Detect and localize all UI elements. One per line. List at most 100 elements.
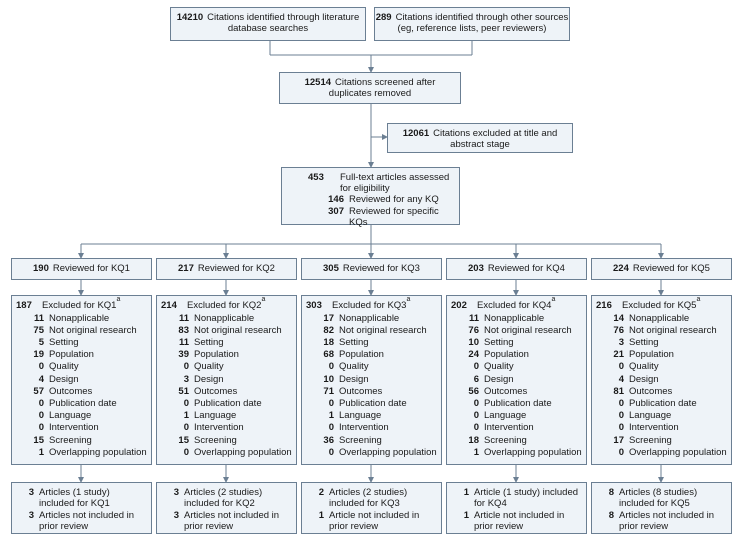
exclusion-reason-label: Quality [629, 361, 659, 373]
excluded-kq2-label: Excluded for KQ2 [187, 300, 262, 311]
exclusion-reason-label: Screening [194, 434, 237, 446]
exclusion-reason-label: Quality [339, 361, 369, 373]
excluded-kq3-label: Excluded for KQ3 [332, 300, 407, 311]
other-sources-count: 289 [375, 12, 392, 23]
exclusion-reason-label: Design [629, 373, 659, 385]
exclusion-reason-count: 0 [618, 361, 624, 373]
excluded-kq1-footnote-marker: a [116, 296, 121, 303]
exclusion-reason-label: Design [49, 373, 79, 385]
excluded-kq4-count: 202 [451, 300, 467, 311]
excluded-kq2-count: 214 [161, 300, 177, 311]
exclusion-reason-count: 0 [328, 397, 334, 409]
included-kq1-count: 3 [28, 510, 34, 521]
exclusion-reason-count: 3 [183, 373, 189, 385]
included-kq3-label: Articles (2 studies) included for KQ3 [329, 487, 408, 509]
exclusion-reason-count: 68 [323, 349, 334, 361]
exclusion-reason-label: Outcomes [49, 385, 93, 397]
exclusion-reason-label: Overlapping population [629, 446, 727, 458]
exclusion-reason-count: 0 [618, 422, 624, 434]
exclusion-reason-count: 75 [33, 324, 44, 336]
exclusion-reason-count: 10 [323, 373, 334, 385]
exclusion-reason-label: Nonapplicable [49, 312, 110, 324]
excluded-title-label: Citations excluded at title and abstract… [433, 128, 558, 150]
excluded-kq2-footnote-marker: a [261, 296, 266, 303]
exclusion-reason-label: Publication date [194, 397, 262, 409]
exclusion-reason-label: Design [194, 373, 224, 385]
exclusion-reason-label: Overlapping population [339, 446, 437, 458]
reviewed-kq1-label: Reviewed for KQ1 [52, 263, 130, 274]
fulltext-any-label: Reviewed for any KQ [349, 194, 439, 205]
exclusion-reason-label: Intervention [339, 422, 389, 434]
exclusion-reason-label: Setting [194, 336, 224, 348]
exclusion-reason-count: 1 [38, 446, 44, 458]
exclusion-reason-count: 10 [468, 336, 479, 348]
excluded-kq1-label: Excluded for KQ1 [42, 300, 117, 311]
included-kq2-label: Articles (2 studies) included for KQ2 [184, 487, 263, 509]
included-kq1-label: Articles (1 study) included for KQ1 [39, 487, 110, 509]
exclusion-reason-row: 0 Intervention [306, 422, 437, 434]
exclusion-reason-count: 0 [328, 446, 334, 458]
exclusion-reason-count: 0 [328, 422, 334, 434]
exclusion-reason-count: 71 [323, 385, 334, 397]
included-kq5-label: Articles (8 studies) included for KQ5 [619, 487, 698, 509]
exclusion-reason-label: Not original research [339, 324, 427, 336]
exclusion-reason-label: Outcomes [339, 385, 383, 397]
exclusion-reason-count: 39 [178, 349, 189, 361]
exclusion-reason-count: 0 [38, 397, 44, 409]
exclusion-reason-count: 0 [473, 410, 479, 422]
exclusion-reason-label: Intervention [194, 422, 244, 434]
exclusion-reason-label: Language [49, 410, 92, 422]
exclusion-reason-row: 82 Not original research [306, 325, 437, 337]
exclusion-reason-count: 0 [183, 397, 189, 409]
exclusion-reason-count: 81 [613, 385, 624, 397]
reviewed-kq4-count: 203 [468, 263, 484, 274]
fulltext-sub-specific: 307 Reviewed for specific KQs [308, 206, 453, 229]
included-kq4-label: Article (1 study) included for KQ4 [474, 487, 579, 509]
exclusion-reason-label: Population [339, 349, 384, 361]
included-kq5-count: 8 [608, 510, 614, 521]
included-kq3-count: 1 [318, 510, 324, 521]
exclusion-reason-count: 0 [618, 446, 624, 458]
exclusion-reason-count: 5 [38, 336, 44, 348]
literature-search-label: Citations identified through literature … [207, 12, 360, 34]
exclusion-reason-label: Publication date [49, 397, 117, 409]
exclusion-reason-count: 82 [323, 324, 334, 336]
exclusion-reason-label: Language [629, 410, 672, 422]
exclusion-reason-count: 11 [33, 312, 44, 324]
exclusion-reason-label: Outcomes [194, 385, 238, 397]
excluded-kq5-footnote-marker: a [696, 296, 701, 303]
excluded-kq3-count: 303 [306, 300, 322, 311]
